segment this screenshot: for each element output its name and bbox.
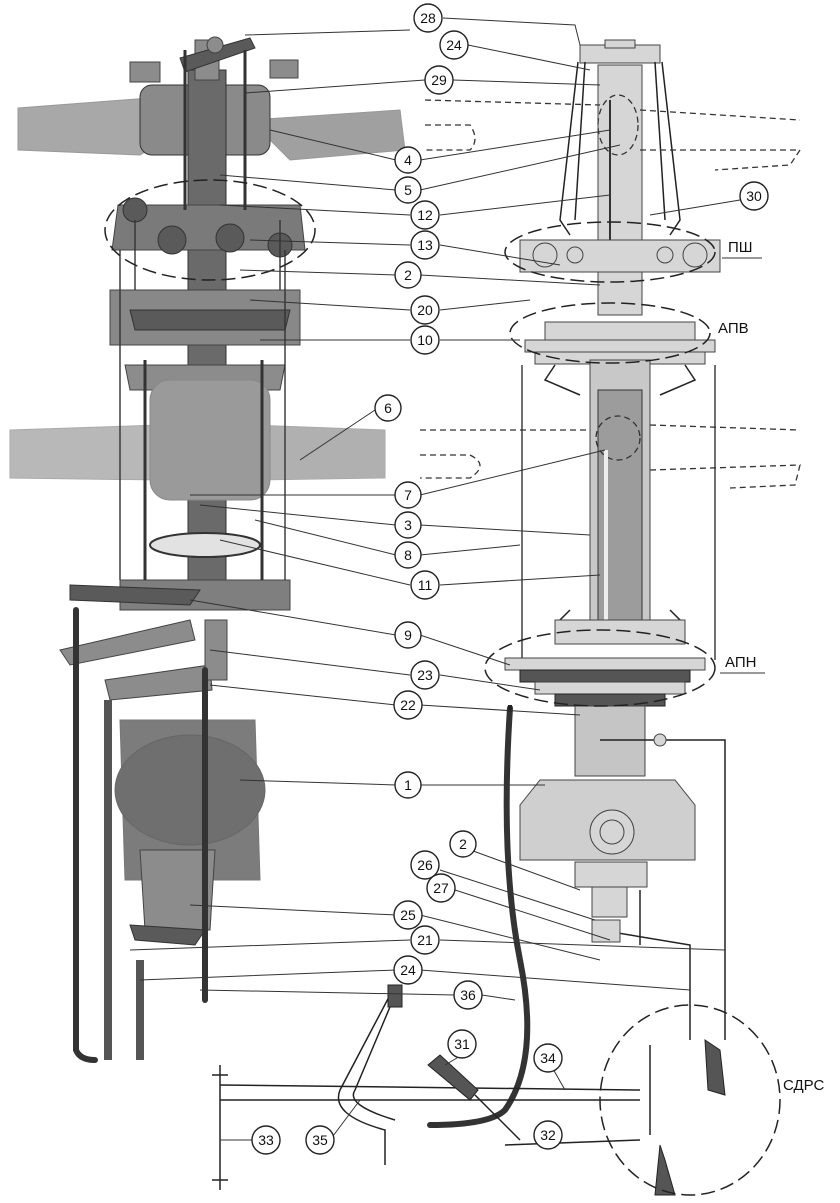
svg-text:30: 30 xyxy=(746,188,762,204)
callout-34: 34 xyxy=(533,1043,563,1073)
svg-text:9: 9 xyxy=(404,627,412,643)
svg-text:31: 31 xyxy=(454,1036,470,1052)
label-psh: ПШ xyxy=(722,239,762,259)
callout-1: 1 xyxy=(394,771,422,799)
svg-text:АПН: АПН xyxy=(725,654,756,671)
svg-text:2: 2 xyxy=(404,267,412,283)
svg-text:6: 6 xyxy=(384,400,392,416)
callout-6: 6 xyxy=(374,394,402,422)
callout-22: 22 xyxy=(393,690,423,720)
callout-24-top: 24 xyxy=(439,30,469,60)
svg-text:26: 26 xyxy=(417,857,433,873)
callout-28: 28 xyxy=(413,3,443,33)
callout-13: 13 xyxy=(410,230,440,260)
svg-text:25: 25 xyxy=(400,907,416,923)
svg-text:11: 11 xyxy=(418,577,433,593)
svg-text:20: 20 xyxy=(417,302,433,318)
callout-20: 20 xyxy=(410,295,440,325)
svg-text:23: 23 xyxy=(417,667,433,683)
svg-text:24: 24 xyxy=(446,37,462,53)
svg-text:33: 33 xyxy=(258,1132,274,1148)
apv-dashed-outline xyxy=(509,302,711,364)
callout-7: 7 xyxy=(394,481,422,509)
label-sdrs: СДРС xyxy=(783,1077,824,1094)
callout-32: 32 xyxy=(533,1120,563,1150)
svg-text:2: 2 xyxy=(459,836,467,852)
callout-21: 21 xyxy=(410,925,440,955)
label-apv: АПВ xyxy=(718,320,749,337)
svg-text:10: 10 xyxy=(417,332,433,348)
callout-23: 23 xyxy=(410,660,440,690)
callout-4: 4 xyxy=(394,146,422,174)
callout-11: 11 xyxy=(410,570,440,600)
callout-12: 12 xyxy=(410,200,440,230)
svg-text:12: 12 xyxy=(417,207,433,223)
callout-9: 9 xyxy=(394,621,422,649)
svg-text:13: 13 xyxy=(417,237,433,253)
svg-text:СДРС: СДРС xyxy=(783,1077,824,1094)
svg-text:АПВ: АПВ xyxy=(718,320,749,337)
callout-29: 29 xyxy=(424,65,454,95)
callout-10: 10 xyxy=(410,325,440,355)
rendered-rotor-assembly xyxy=(9,36,406,1063)
callout-25: 25 xyxy=(393,900,423,930)
svg-text:32: 32 xyxy=(540,1127,556,1143)
svg-text:22: 22 xyxy=(400,697,416,713)
callout-5: 5 xyxy=(394,176,422,204)
callout-35: 35 xyxy=(305,1125,335,1155)
callout-8: 8 xyxy=(394,541,422,569)
callout-26: 26 xyxy=(410,850,440,880)
apn-dashed-outline xyxy=(484,629,716,707)
callout-2-lower: 2 xyxy=(449,830,477,858)
svg-text:4: 4 xyxy=(404,152,412,168)
psh-dashed-outline xyxy=(504,221,716,283)
svg-text:24: 24 xyxy=(400,962,416,978)
svg-text:8: 8 xyxy=(404,547,412,563)
svg-text:21: 21 xyxy=(417,932,433,948)
callout-33: 33 xyxy=(251,1125,281,1155)
sdrs-dashed-outline xyxy=(599,1004,781,1196)
swashplate-dashed-outline xyxy=(104,179,316,281)
callout-27: 27 xyxy=(426,873,456,903)
callout-31: 31 xyxy=(447,1029,477,1059)
svg-text:35: 35 xyxy=(312,1132,328,1148)
svg-text:3: 3 xyxy=(404,517,412,533)
svg-text:7: 7 xyxy=(404,487,412,503)
callout-24-lower: 24 xyxy=(393,955,423,985)
svg-text:28: 28 xyxy=(420,10,436,26)
svg-text:27: 27 xyxy=(433,880,449,896)
svg-text:ПШ: ПШ xyxy=(728,239,753,256)
svg-text:36: 36 xyxy=(460,987,476,1003)
svg-text:34: 34 xyxy=(540,1050,556,1066)
callout-30: 30 xyxy=(739,181,769,211)
callout-2-upper: 2 xyxy=(394,261,422,289)
callout-36: 36 xyxy=(453,980,483,1010)
svg-text:29: 29 xyxy=(431,72,447,88)
svg-text:1: 1 xyxy=(404,777,412,793)
svg-text:5: 5 xyxy=(404,182,412,198)
callout-3: 3 xyxy=(394,511,422,539)
leader-lines xyxy=(129,17,741,1141)
label-apn: АПН xyxy=(720,654,765,674)
